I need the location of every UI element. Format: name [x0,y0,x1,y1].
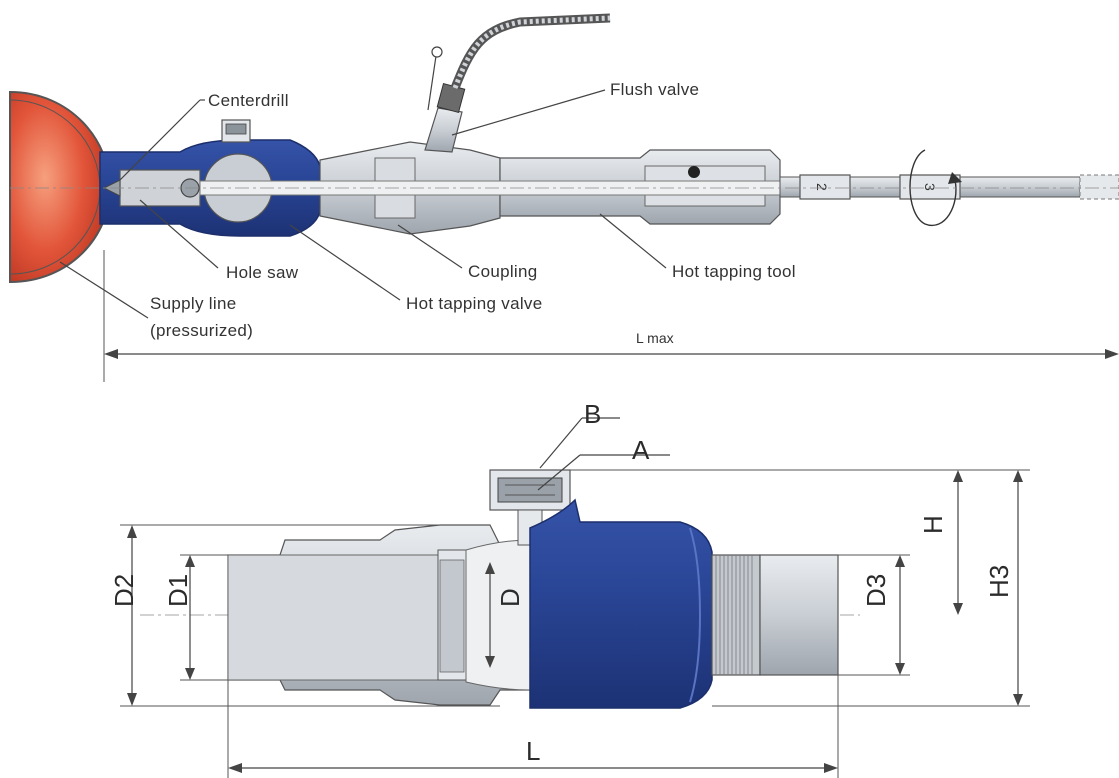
h-label: H [918,515,948,534]
supply-line-pressurized-label: (pressurized) [150,321,253,340]
flush-hose [450,13,611,90]
d-label: D [495,588,525,607]
a-label: A [632,435,650,465]
rotation-arrow-icon [909,149,957,227]
shaft-mark-2: 2 [814,183,830,191]
coupling-label: Coupling [468,262,538,281]
supply-line-label: Supply line [150,294,236,313]
d1-label: D1 [163,574,193,607]
hole-saw-label: Hole saw [226,263,299,282]
l-label: L [526,736,540,766]
centerdrill-label: Centerdrill [208,91,289,110]
b-label: B [584,399,601,429]
valve-body-blue [529,498,713,709]
flush-valve-lever [427,55,437,111]
flush-valve [424,107,463,153]
spigot-end [759,554,839,676]
supply-line-pipe [9,90,112,284]
hot-tapping-tool-label: Hot tapping tool [672,262,796,281]
hot-tapping-valve-label: Hot tapping valve [406,294,542,313]
bottom-valve-assembly: D2 D1 D D3 H H3 [109,399,1030,778]
flush-valve-label: Flush valve [610,80,699,99]
shaft-mark-3: 3 [922,183,938,191]
d3-label: D3 [861,574,891,607]
top-assembly: 2 3 L max Centerdrill Flush valve Hole s… [9,13,1119,382]
h3-label: H3 [984,565,1014,598]
l-max-label: L max [636,330,674,346]
d2-label: D2 [109,574,139,607]
